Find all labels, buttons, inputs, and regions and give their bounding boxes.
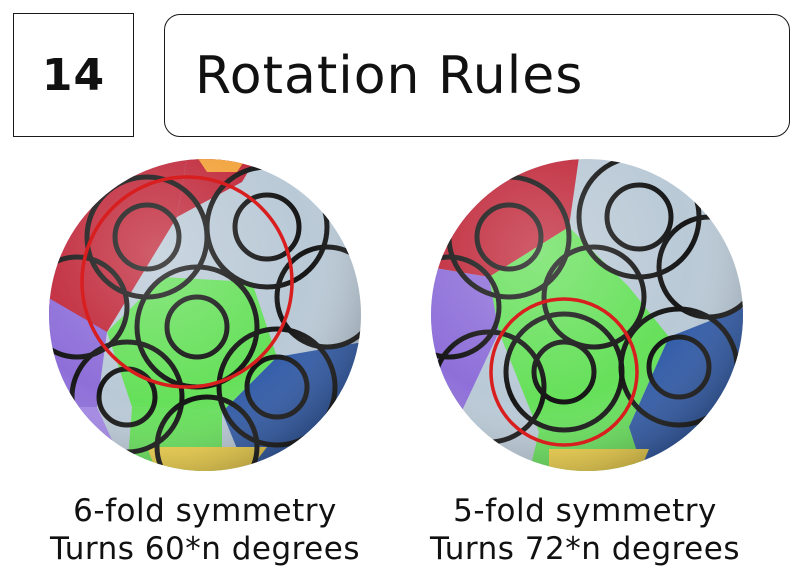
caption-symmetry: 6-fold symmetry <box>73 493 337 529</box>
caption-five-fold: 5-fold symmetry Turns 72*n degrees <box>405 492 765 568</box>
caption-symmetry: 5-fold symmetry <box>453 493 717 529</box>
caption-turns: Turns 72*n degrees <box>430 531 740 567</box>
title-box: Rotation Rules <box>164 14 790 137</box>
puzzle-ball-five-fold <box>431 159 743 471</box>
highlight-ring <box>489 297 639 447</box>
step-number-box: 14 <box>13 13 134 137</box>
caption-six-fold: 6-fold symmetry Turns 60*n degrees <box>25 492 385 568</box>
caption-turns: Turns 60*n degrees <box>50 531 360 567</box>
step-number: 14 <box>41 49 106 101</box>
page-title: Rotation Rules <box>195 45 584 106</box>
highlight-ring <box>80 175 294 389</box>
puzzle-ball-six-fold <box>49 159 361 471</box>
